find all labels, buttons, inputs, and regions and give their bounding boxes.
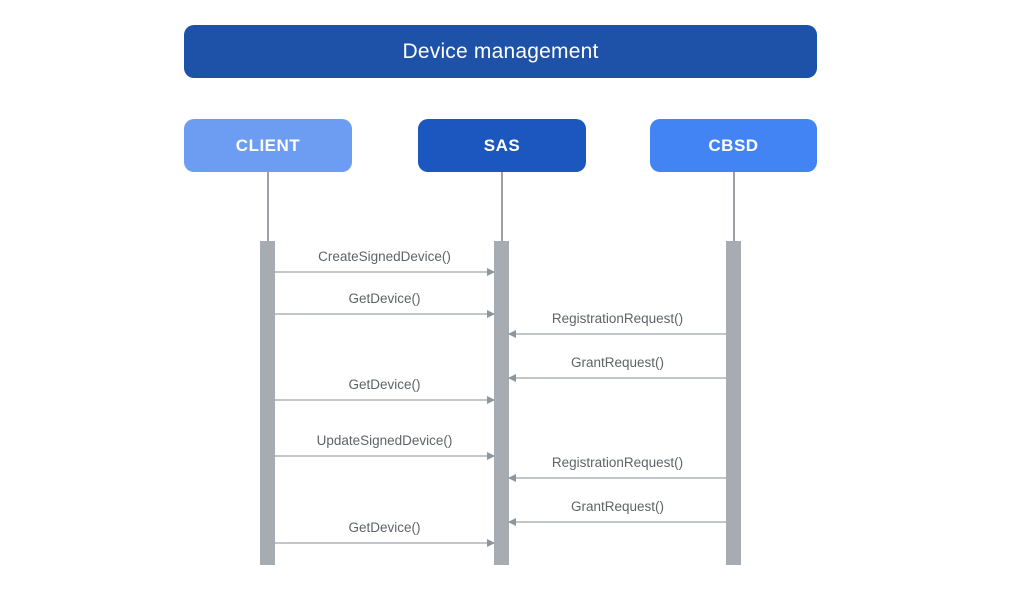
message-arrow-right-icon — [275, 539, 495, 546]
message-arrow-right-icon — [275, 452, 495, 459]
message-label: GetDevice() — [348, 377, 421, 392]
diagram-title: Device management — [402, 39, 599, 63]
message-arrow-left-icon — [508, 518, 726, 525]
message-label: GrantRequest() — [570, 499, 665, 514]
actor-box-sas: SAS — [418, 119, 586, 172]
actor-box-client: CLIENT — [184, 119, 352, 172]
message-label: RegistrationRequest() — [551, 455, 684, 470]
lifeline-sas — [501, 172, 503, 241]
message-arrow-right-icon — [275, 310, 495, 317]
actor-label-cbsd: CBSD — [708, 135, 759, 155]
diagram-title-banner: Device management — [184, 25, 817, 78]
message-label: GetDevice() — [348, 520, 421, 535]
actor-label-sas: SAS — [483, 135, 521, 155]
actor-label-client: CLIENT — [235, 135, 301, 155]
message-label: CreateSignedDevice() — [318, 249, 451, 264]
lifeline-cbsd — [733, 172, 735, 241]
activation-bar-sas — [494, 241, 509, 565]
actor-box-cbsd: CBSD — [650, 119, 817, 172]
message-arrow-right-icon — [275, 268, 495, 275]
message-label: GetDevice() — [348, 291, 421, 306]
message-label: RegistrationRequest() — [551, 311, 684, 326]
message-arrow-left-icon — [508, 374, 726, 381]
message-arrow-left-icon — [508, 474, 726, 481]
activation-bar-client — [260, 241, 275, 565]
activation-bar-cbsd — [726, 241, 741, 565]
message-label: GrantRequest() — [570, 355, 665, 370]
message-arrow-right-icon — [275, 396, 495, 403]
message-arrow-left-icon — [508, 330, 726, 337]
message-label: UpdateSignedDevice() — [316, 433, 453, 448]
lifeline-client — [267, 172, 269, 241]
